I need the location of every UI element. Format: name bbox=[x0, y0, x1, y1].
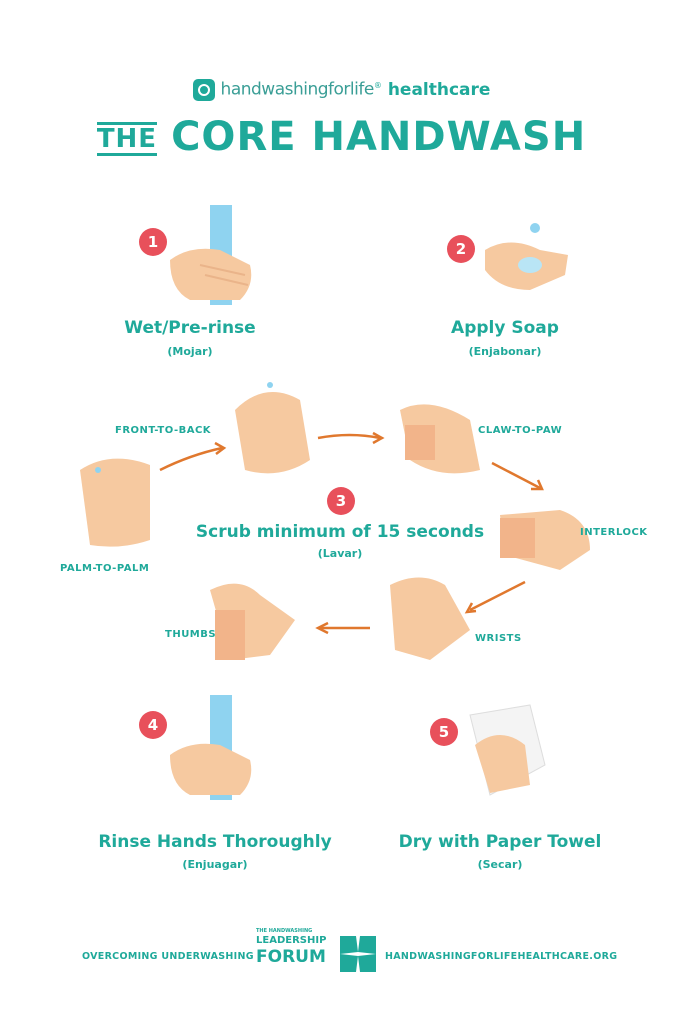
brand-name: handwashingforlife bbox=[220, 79, 375, 100]
scrub-palm-to-palm: PALM-TO-PALM bbox=[60, 563, 150, 574]
footer-tagline: OVERCOMING UNDERWASHING bbox=[82, 951, 254, 962]
step-5-label: Dry with Paper Towel bbox=[398, 832, 602, 852]
front-to-back-illustration bbox=[235, 382, 310, 474]
title-main: CORE HANDWASH bbox=[171, 114, 587, 160]
step-4-label: Rinse Hands Thoroughly bbox=[98, 832, 332, 852]
step-number-3: 3 bbox=[327, 487, 355, 515]
wrists-illustration bbox=[390, 577, 470, 660]
step-number-4: 4 bbox=[139, 711, 167, 739]
scrub-thumbs: THUMBS bbox=[165, 629, 217, 640]
step-2-label: Apply Soap bbox=[451, 318, 559, 338]
logo-line-3: FORUM bbox=[256, 947, 326, 967]
step-number-2: 2 bbox=[447, 235, 475, 263]
leadership-forum-logo: THE HANDWASHING LEADERSHIP FORUM bbox=[256, 928, 382, 978]
step-1-sub: (Mojar) bbox=[167, 345, 213, 358]
wet-hands-illustration bbox=[170, 205, 252, 305]
scrub-wrists: WRISTS bbox=[475, 633, 522, 644]
dry-towel-illustration bbox=[469, 704, 546, 796]
apply-soap-illustration bbox=[485, 223, 568, 290]
scrub-claw-to-paw: CLAW-TO-PAW bbox=[478, 425, 563, 436]
scrub-front-to-back: FRONT-TO-BACK bbox=[115, 425, 212, 436]
brand-header: handwashingforlife® healthcare bbox=[0, 74, 683, 102]
logo-line-1: THE HANDWASHING bbox=[256, 928, 313, 934]
flow-arrows bbox=[159, 431, 544, 635]
page-title: THE CORE HANDWASH bbox=[0, 112, 683, 162]
brand-logo-icon bbox=[192, 78, 215, 101]
hands-cross-icon bbox=[340, 936, 376, 972]
brand-suffix: healthcare bbox=[387, 79, 491, 100]
logo-line-2: LEADERSHIP bbox=[256, 935, 327, 946]
rinse-hands-illustration bbox=[170, 695, 252, 800]
footer-website-link[interactable]: HANDWASHINGFORLIFEHEALTHCARE.ORG bbox=[385, 951, 618, 962]
palm-to-palm-illustration bbox=[80, 458, 150, 547]
title-prefix: THE bbox=[96, 122, 158, 156]
step-1-label: Wet/Pre-rinse bbox=[124, 318, 256, 338]
step-3-label: Scrub minimum of 15 seconds bbox=[195, 522, 485, 542]
step-5-sub: (Secar) bbox=[477, 858, 523, 871]
step-3-sub: (Lavar) bbox=[317, 547, 363, 560]
thumbs-illustration bbox=[210, 583, 295, 660]
interlock-illustration bbox=[500, 510, 590, 570]
step-2-sub: (Enjabonar) bbox=[468, 345, 542, 358]
step-number-1: 1 bbox=[139, 228, 167, 256]
registered-mark: ® bbox=[373, 81, 382, 90]
claw-to-paw-illustration bbox=[400, 404, 480, 474]
step-4-sub: (Enjuagar) bbox=[182, 858, 248, 871]
scrub-interlock: INTERLOCK bbox=[580, 527, 648, 538]
scrub-cycle-diagram bbox=[80, 382, 590, 660]
step-number-5: 5 bbox=[430, 718, 458, 746]
